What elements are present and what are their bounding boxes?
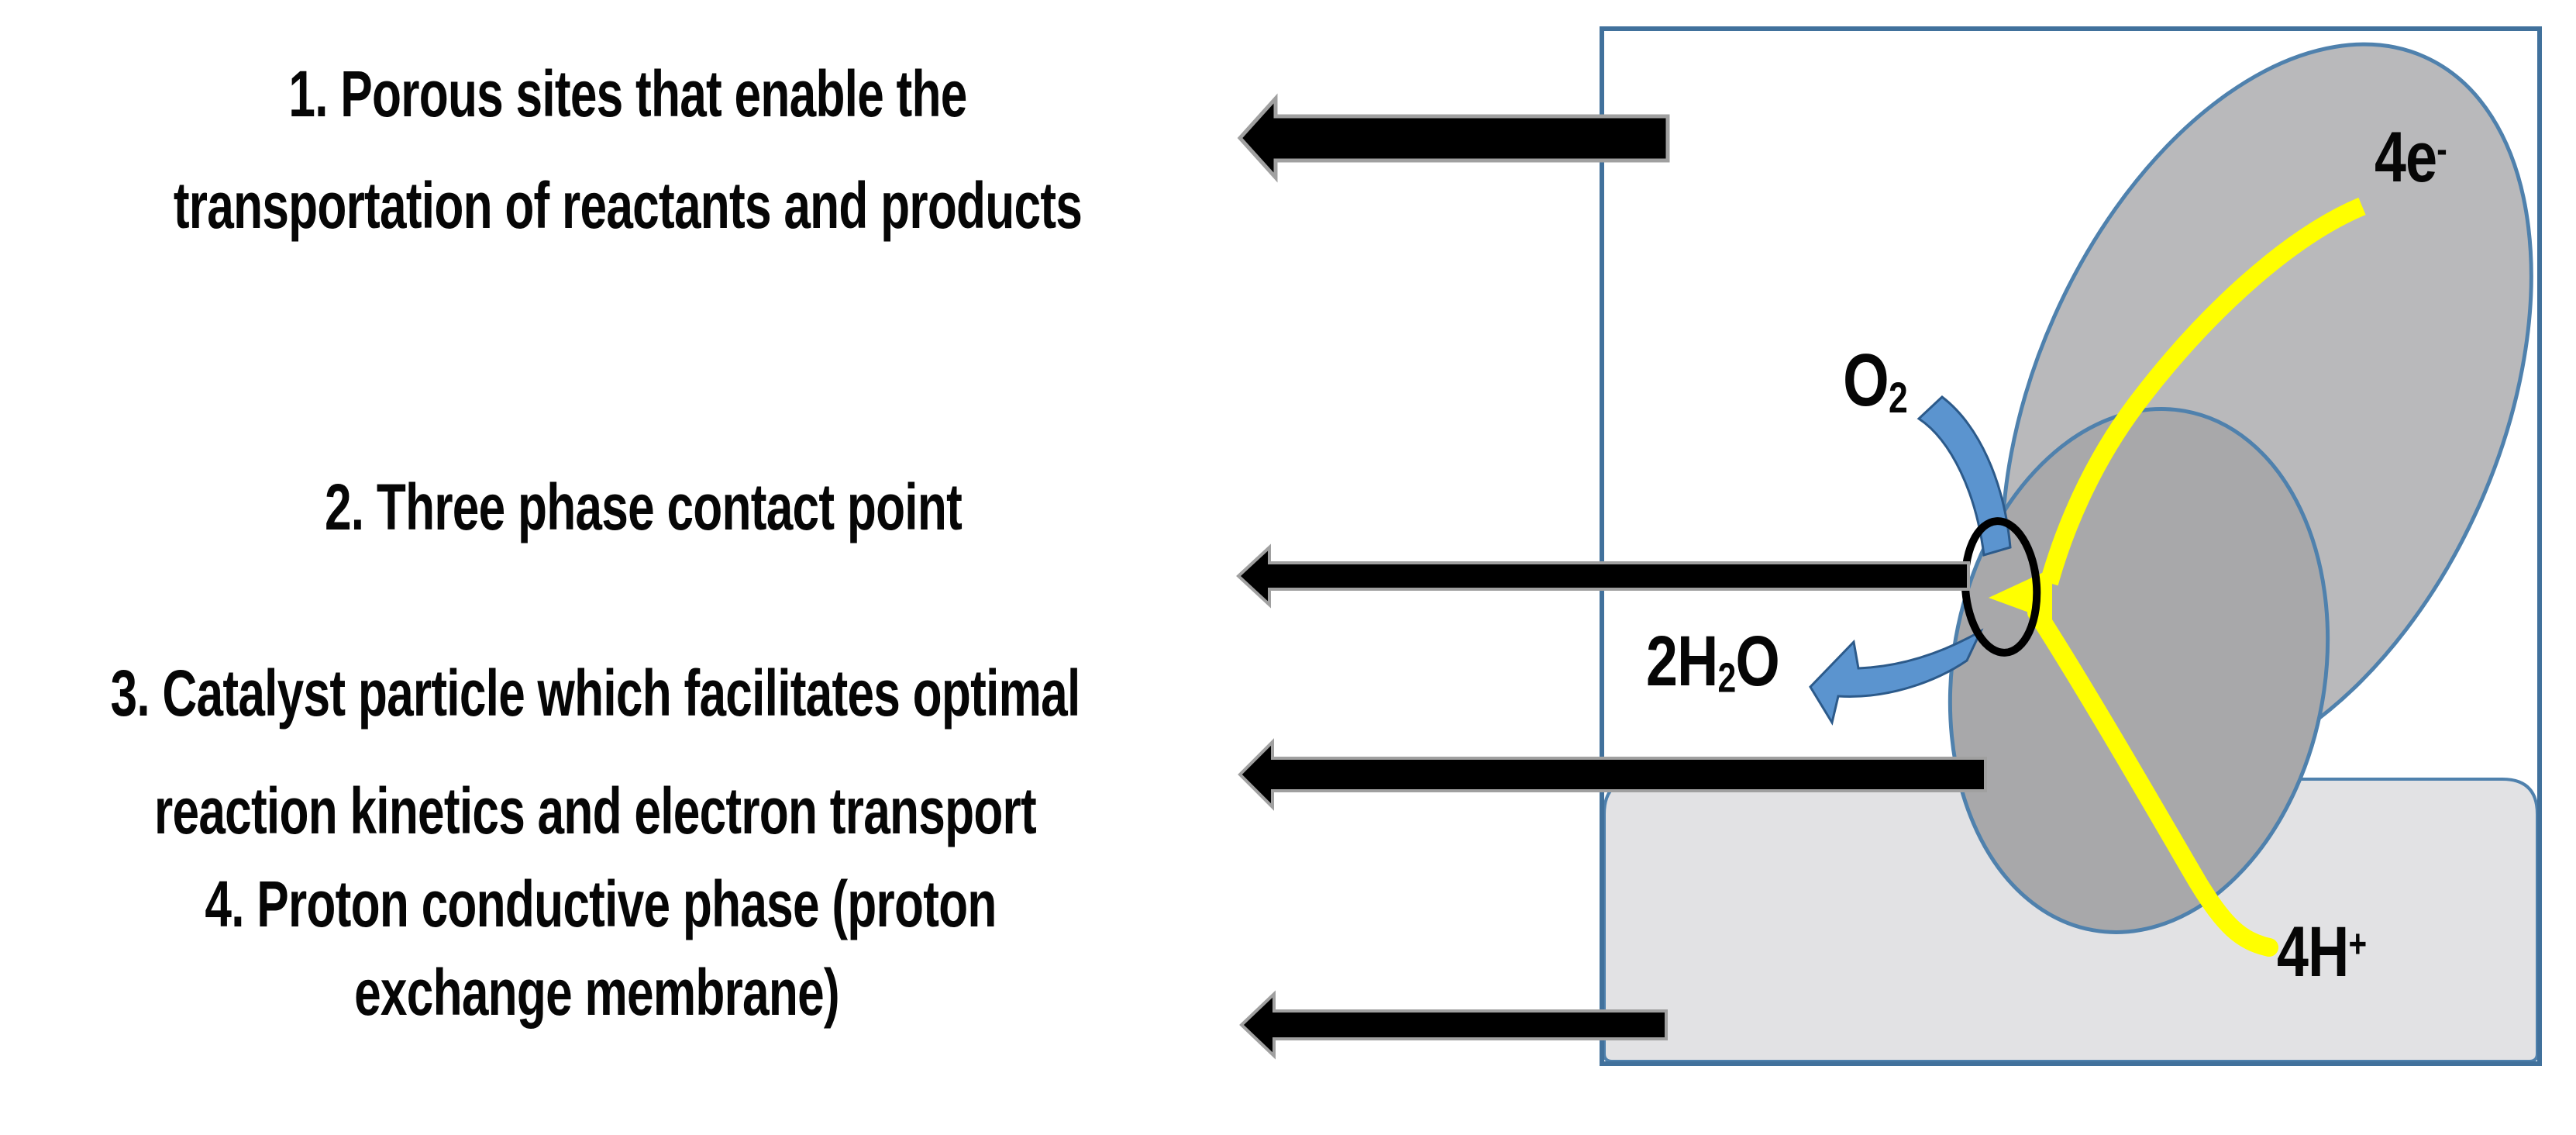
water-flow-arrow bbox=[1809, 628, 1984, 726]
protons-charge: + bbox=[2348, 921, 2367, 966]
electrons-main: 4e bbox=[2375, 118, 2437, 197]
oxygen-main: O bbox=[1843, 339, 1889, 422]
label-porous-sites-line2: transportation of reactants and products bbox=[173, 169, 1083, 242]
protons-main: 4H bbox=[2277, 912, 2349, 992]
label-contact-point: 2. Three phase contact point bbox=[324, 471, 963, 543]
catalyst-particle-ellipse bbox=[1947, 407, 2330, 934]
label-water: 2H2O bbox=[1646, 626, 1780, 702]
label-protons: 4H+ bbox=[2277, 916, 2367, 988]
label-electrons: 4e- bbox=[2375, 122, 2447, 193]
label-catalyst-line1: 3. Catalyst particle which facilitates o… bbox=[110, 657, 1080, 730]
proton-path bbox=[2027, 603, 2278, 957]
callout-arrow-contact-point bbox=[1236, 543, 1970, 609]
catalyst-particle-group bbox=[1947, 407, 2330, 934]
boundary-box-border bbox=[1600, 26, 2542, 1066]
water-subscript: 2 bbox=[1717, 655, 1736, 702]
water-tail: O bbox=[1735, 622, 1779, 701]
label-membrane-line1: 4. Proton conductive phase (proton bbox=[205, 868, 997, 940]
electron-path bbox=[2040, 197, 2366, 586]
label-membrane-line2: exchange membrane) bbox=[354, 956, 840, 1029]
oxygen-subscript: 2 bbox=[1888, 373, 1908, 422]
oxygen-flow-arrow bbox=[1917, 395, 2012, 557]
label-oxygen: O2 bbox=[1843, 343, 1908, 422]
electrons-charge: - bbox=[2437, 126, 2447, 171]
callout-arrow-catalyst bbox=[1238, 738, 1987, 811]
callout-arrow-porous-sites bbox=[1237, 93, 1670, 183]
callout-arrow-membrane bbox=[1239, 990, 1668, 1060]
water-coefficient: 2H bbox=[1646, 622, 1718, 701]
label-porous-sites-line1: 1. Porous sites that enable the bbox=[288, 57, 967, 130]
label-catalyst-line2: reaction kinetics and electron transport bbox=[154, 774, 1037, 847]
